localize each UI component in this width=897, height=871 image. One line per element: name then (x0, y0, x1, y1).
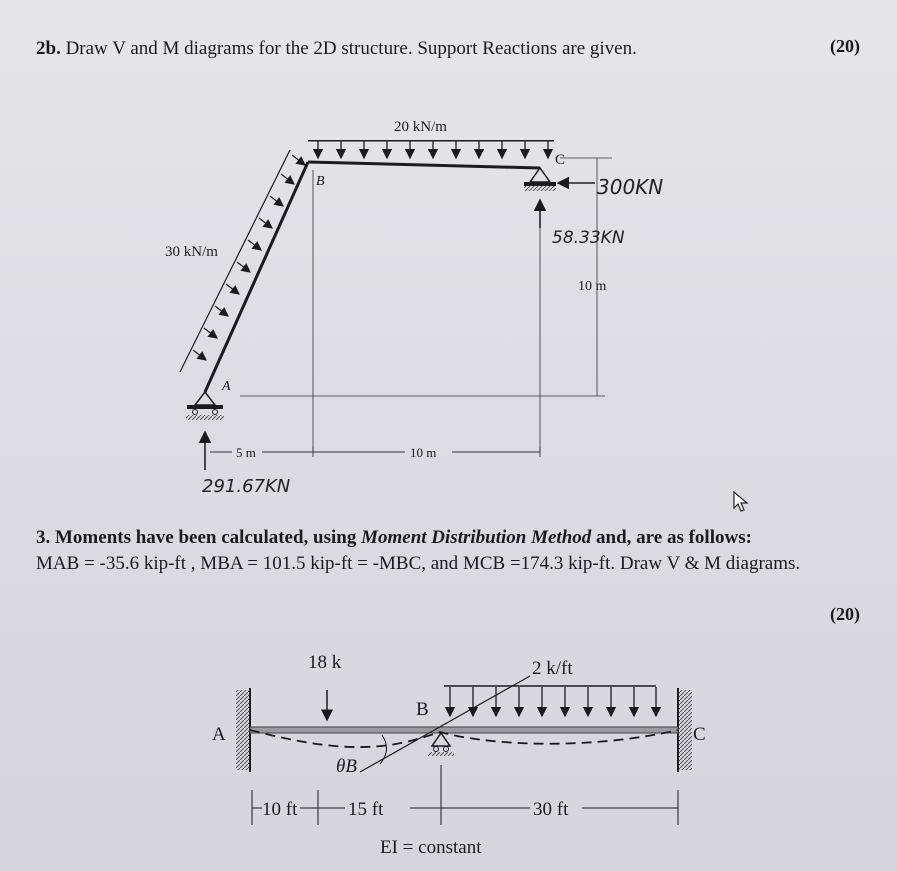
support-a (186, 390, 224, 420)
q2-marks: (20) (830, 36, 860, 56)
support-c (524, 166, 556, 191)
label-inclined-load: 30 kN/m (165, 244, 218, 260)
horizontal-dimension (210, 447, 541, 457)
q3-mcb-pre: and (430, 553, 459, 574)
q3-line1-a: Moments have been calculated, using (55, 527, 357, 548)
reaction-arrows (198, 176, 595, 470)
q2-number: 2b. (36, 38, 61, 59)
q3-line2: MAB = -35.6 kip-ft , MBA = 101.5 kip-ft … (36, 553, 800, 575)
reference-lines (240, 157, 612, 452)
q3-number: 3. (36, 527, 51, 548)
q3-method: Moment Distribution Method (361, 527, 592, 548)
hand-reaction-a: 291.67KN (202, 476, 290, 497)
label-b: B (316, 174, 325, 189)
label-c: C (555, 152, 565, 168)
hand-reaction-horizontal: 300KN (597, 175, 663, 199)
frame-members (203, 160, 541, 393)
q3-line1-b: and, are as follows: (596, 527, 752, 548)
q2-heading: 2b. Draw V and M diagrams for the 2D str… (36, 38, 637, 60)
label-10m-vertical: 10 m (578, 279, 607, 294)
q3-mba: MBA = 101.5 kip-ft = -MBC, (200, 553, 426, 574)
label-10m-horizontal: 10 m (410, 445, 436, 460)
q3-mcb: MCB =174.3 kip-ft. (462, 553, 616, 574)
inclined-distributed-load (179, 149, 306, 373)
q3-mab: MAB = -35.6 kip-ft , (36, 553, 196, 574)
mouse-cursor-icon (733, 490, 749, 512)
top-distributed-load (308, 140, 554, 160)
label-5m: 5 m (236, 445, 256, 460)
hand-reaction-vertical-c: 58.33KN (552, 228, 625, 248)
label-top-load: 20 kN/m (394, 119, 447, 135)
q3-line1: 3. Moments have been calculated, using M… (36, 527, 752, 549)
label-a: A (221, 379, 231, 394)
q3-marks: (20) (830, 604, 860, 624)
q2-text: Draw V and M diagrams for the 2D structu… (65, 38, 637, 59)
q3-line2-end: Draw V & M diagrams. (619, 553, 801, 574)
